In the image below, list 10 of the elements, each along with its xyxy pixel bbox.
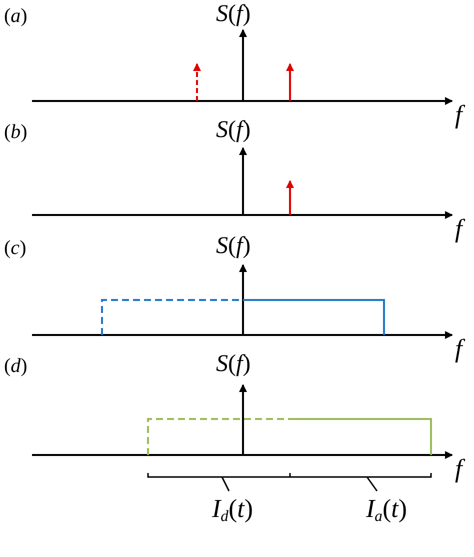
axis-label: S(f) — [216, 234, 251, 258]
signal-label: I$_{a}$(t) — [366, 496, 408, 524]
axis-label: S(f) — [216, 118, 251, 142]
axis-label: S(f) — [216, 352, 251, 376]
signal-label: I$_{d}$(t) — [212, 496, 254, 524]
panel-label: (b) — [4, 122, 28, 142]
axis-label: S(f) — [216, 2, 251, 26]
panel-label: (a) — [4, 6, 28, 26]
panel-label: (d) — [4, 356, 28, 376]
panel-label: (c) — [4, 238, 26, 258]
